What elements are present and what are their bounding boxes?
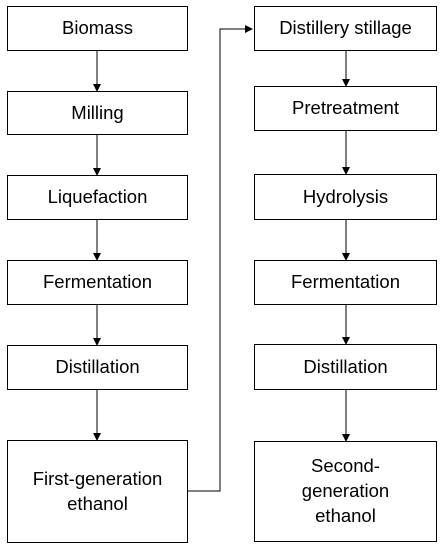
box-label: Hydrolysis [302,185,389,207]
box-label: Biomass [62,17,133,39]
box-label: Fermentation [291,271,400,293]
box-label: Liquefaction [47,186,148,208]
box-label: First-generation ethanol [32,467,163,514]
box-label: Distillation [303,355,388,377]
box-hydrolysis: Hydrolysis [254,174,437,220]
box-label: Distillery stillage [279,17,412,39]
box-fermentation: Fermentation [7,260,188,305]
box-distillery-stillage: Distillery stillage [254,6,437,51]
box-first-generation-ethanol: First-generation ethanol [7,440,188,543]
arrow-first-gen-to-stillage [187,25,253,492]
box-label: Fermentation [43,271,152,293]
box-pretreatment: Pretreatment [254,86,437,131]
box-fermentation-2: Fermentation [254,260,437,305]
box-label: Pretreatment [292,97,399,119]
box-distillation: Distillation [7,345,188,390]
box-label: Second-generation ethanol [301,455,390,526]
box-label: Milling [71,101,124,123]
box-biomass: Biomass [7,6,188,51]
box-milling: Milling [7,91,188,135]
box-label: Distillation [55,356,140,378]
box-second-generation-ethanol: Second-generation ethanol [254,441,437,542]
box-liquefaction: Liquefaction [7,175,188,220]
box-distillation-2: Distillation [254,344,437,390]
